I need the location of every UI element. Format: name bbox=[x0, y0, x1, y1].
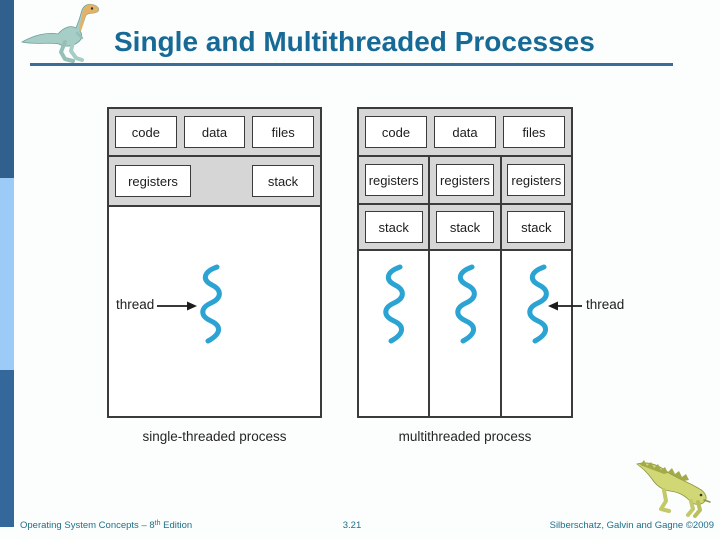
thread-squiggle-icon bbox=[200, 264, 222, 344]
files-box: files bbox=[252, 116, 315, 148]
arrow-right-icon bbox=[157, 301, 197, 311]
files-box: files bbox=[503, 116, 565, 148]
thread-squiggle-icon bbox=[527, 264, 549, 344]
caption-multithreaded: multithreaded process bbox=[398, 429, 532, 444]
slide-page-number: 3.21 bbox=[342, 520, 362, 531]
thread-column-3: registers stack bbox=[501, 157, 571, 416]
stack-box: stack bbox=[252, 165, 314, 197]
single-top-band: code data files bbox=[109, 109, 320, 157]
title-underline bbox=[30, 63, 673, 66]
registers-box: registers bbox=[364, 164, 423, 196]
registers-box: registers bbox=[435, 164, 494, 196]
multi-thread-columns: registers stack registers stack register… bbox=[359, 157, 571, 416]
registers-box: registers bbox=[507, 164, 566, 196]
data-box: data bbox=[183, 116, 246, 148]
thread-column-1: registers stack bbox=[359, 157, 431, 416]
thread-label-single: thread bbox=[116, 297, 155, 312]
page-title: Single and Multithreaded Processes bbox=[114, 26, 595, 57]
stack-box: stack bbox=[435, 211, 494, 243]
footer-superscript: th bbox=[154, 520, 161, 527]
multi-top-band: code data files bbox=[359, 109, 571, 157]
data-box: data bbox=[434, 116, 496, 148]
thread-squiggle-icon bbox=[455, 264, 477, 344]
stack-box: stack bbox=[364, 211, 423, 243]
footer-authors: Silberschatz, Galvin and Gagne ©2009 bbox=[549, 520, 714, 531]
code-box: code bbox=[115, 116, 177, 148]
sidebar-bar-top bbox=[0, 0, 14, 178]
dinosaur-logo-icon bbox=[20, 3, 100, 63]
single-registers-band: registers stack bbox=[109, 157, 320, 207]
dinosaur-footer-icon bbox=[636, 460, 711, 518]
footer-book-title: Operating System Concepts – 8th Edition bbox=[20, 520, 193, 531]
sidebar-bar-middle bbox=[0, 178, 14, 370]
multi-process-diagram: code data files registers stack register… bbox=[357, 107, 573, 418]
thread-label-multi: thread bbox=[586, 297, 625, 312]
code-box: code bbox=[365, 116, 427, 148]
thread-squiggle-icon bbox=[383, 264, 405, 344]
thread-column-2: registers stack bbox=[430, 157, 502, 416]
stack-box: stack bbox=[507, 211, 566, 243]
arrow-left-icon bbox=[548, 301, 582, 311]
caption-single-threaded: single-threaded process bbox=[142, 429, 287, 444]
sidebar-bar-bottom bbox=[0, 370, 14, 527]
single-process-diagram: code data files registers stack bbox=[107, 107, 322, 418]
registers-box: registers bbox=[115, 165, 191, 197]
